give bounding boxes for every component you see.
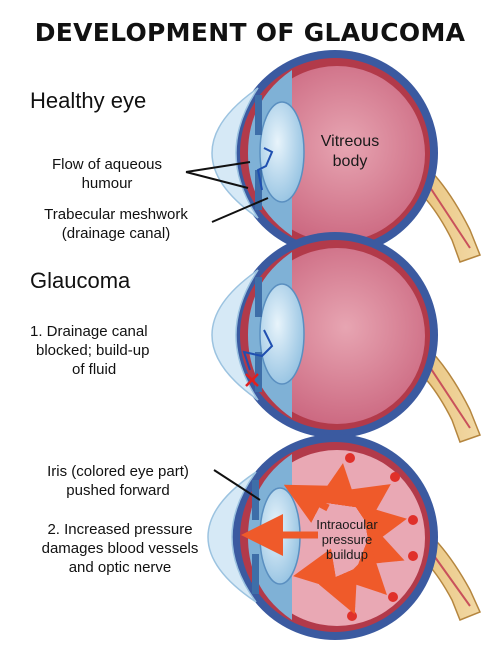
- section-healthy-eye: Healthy eye: [30, 88, 147, 113]
- label-iris: Iris (colored eye part) pushed forward: [47, 463, 189, 499]
- cornea: [211, 87, 259, 219]
- label-step2: 2. Increased pressure damages blood vess…: [41, 521, 199, 576]
- damage-spots: [345, 453, 418, 621]
- aqueous-flow: [256, 147, 274, 191]
- label-vitreous-body: Vitreous body: [320, 133, 380, 170]
- section-glaucoma: Glaucoma: [30, 268, 131, 293]
- label-aqueous-flow: Flow of aqueous humour: [51, 156, 163, 192]
- pressure-arrows: [241, 463, 407, 615]
- glaucoma-eye-stage1: [211, 232, 481, 443]
- page-title: DEVELOPMENT OF GLAUCOMA: [34, 18, 466, 47]
- label-trabecular-meshwork: Trabecular meshwork (drainage canal): [44, 206, 188, 242]
- healthy-eye: [211, 50, 481, 263]
- label-intraocular-pressure: Intraocular pressure buildup: [316, 517, 378, 562]
- lens: [259, 101, 305, 203]
- label-step1: 1. Drainage canal blocked; build-up of f…: [30, 323, 150, 378]
- pointer-lines: [185, 161, 269, 501]
- blockage-mark: [245, 373, 259, 387]
- glaucoma-eye-stage2: [207, 434, 482, 640]
